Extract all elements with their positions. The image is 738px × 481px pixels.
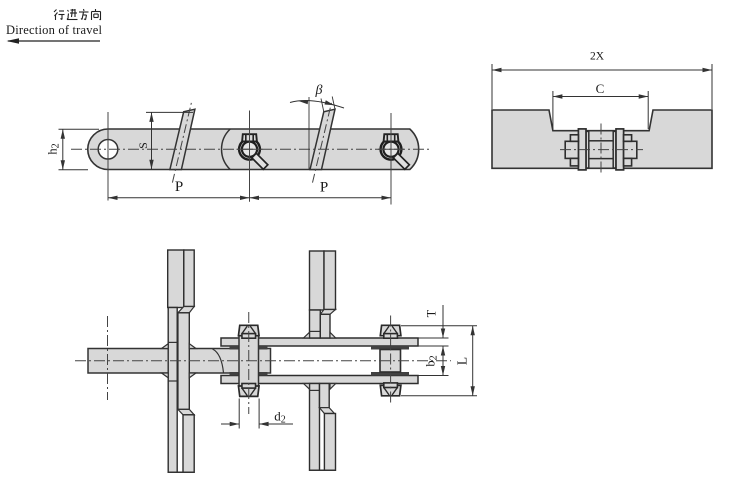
svg-text:Direction of travel: Direction of travel xyxy=(6,23,103,37)
svg-text:T: T xyxy=(425,309,439,317)
svg-text:C: C xyxy=(596,81,605,96)
svg-text:β: β xyxy=(315,83,323,98)
svg-text:b2: b2 xyxy=(424,355,440,366)
svg-text:d2: d2 xyxy=(274,409,286,426)
svg-text:P: P xyxy=(175,179,183,195)
svg-text:h2: h2 xyxy=(46,143,62,154)
svg-text:S: S xyxy=(136,142,150,149)
svg-text:L: L xyxy=(455,357,470,365)
svg-text:P: P xyxy=(320,180,328,196)
svg-text:2X: 2X xyxy=(590,51,605,63)
